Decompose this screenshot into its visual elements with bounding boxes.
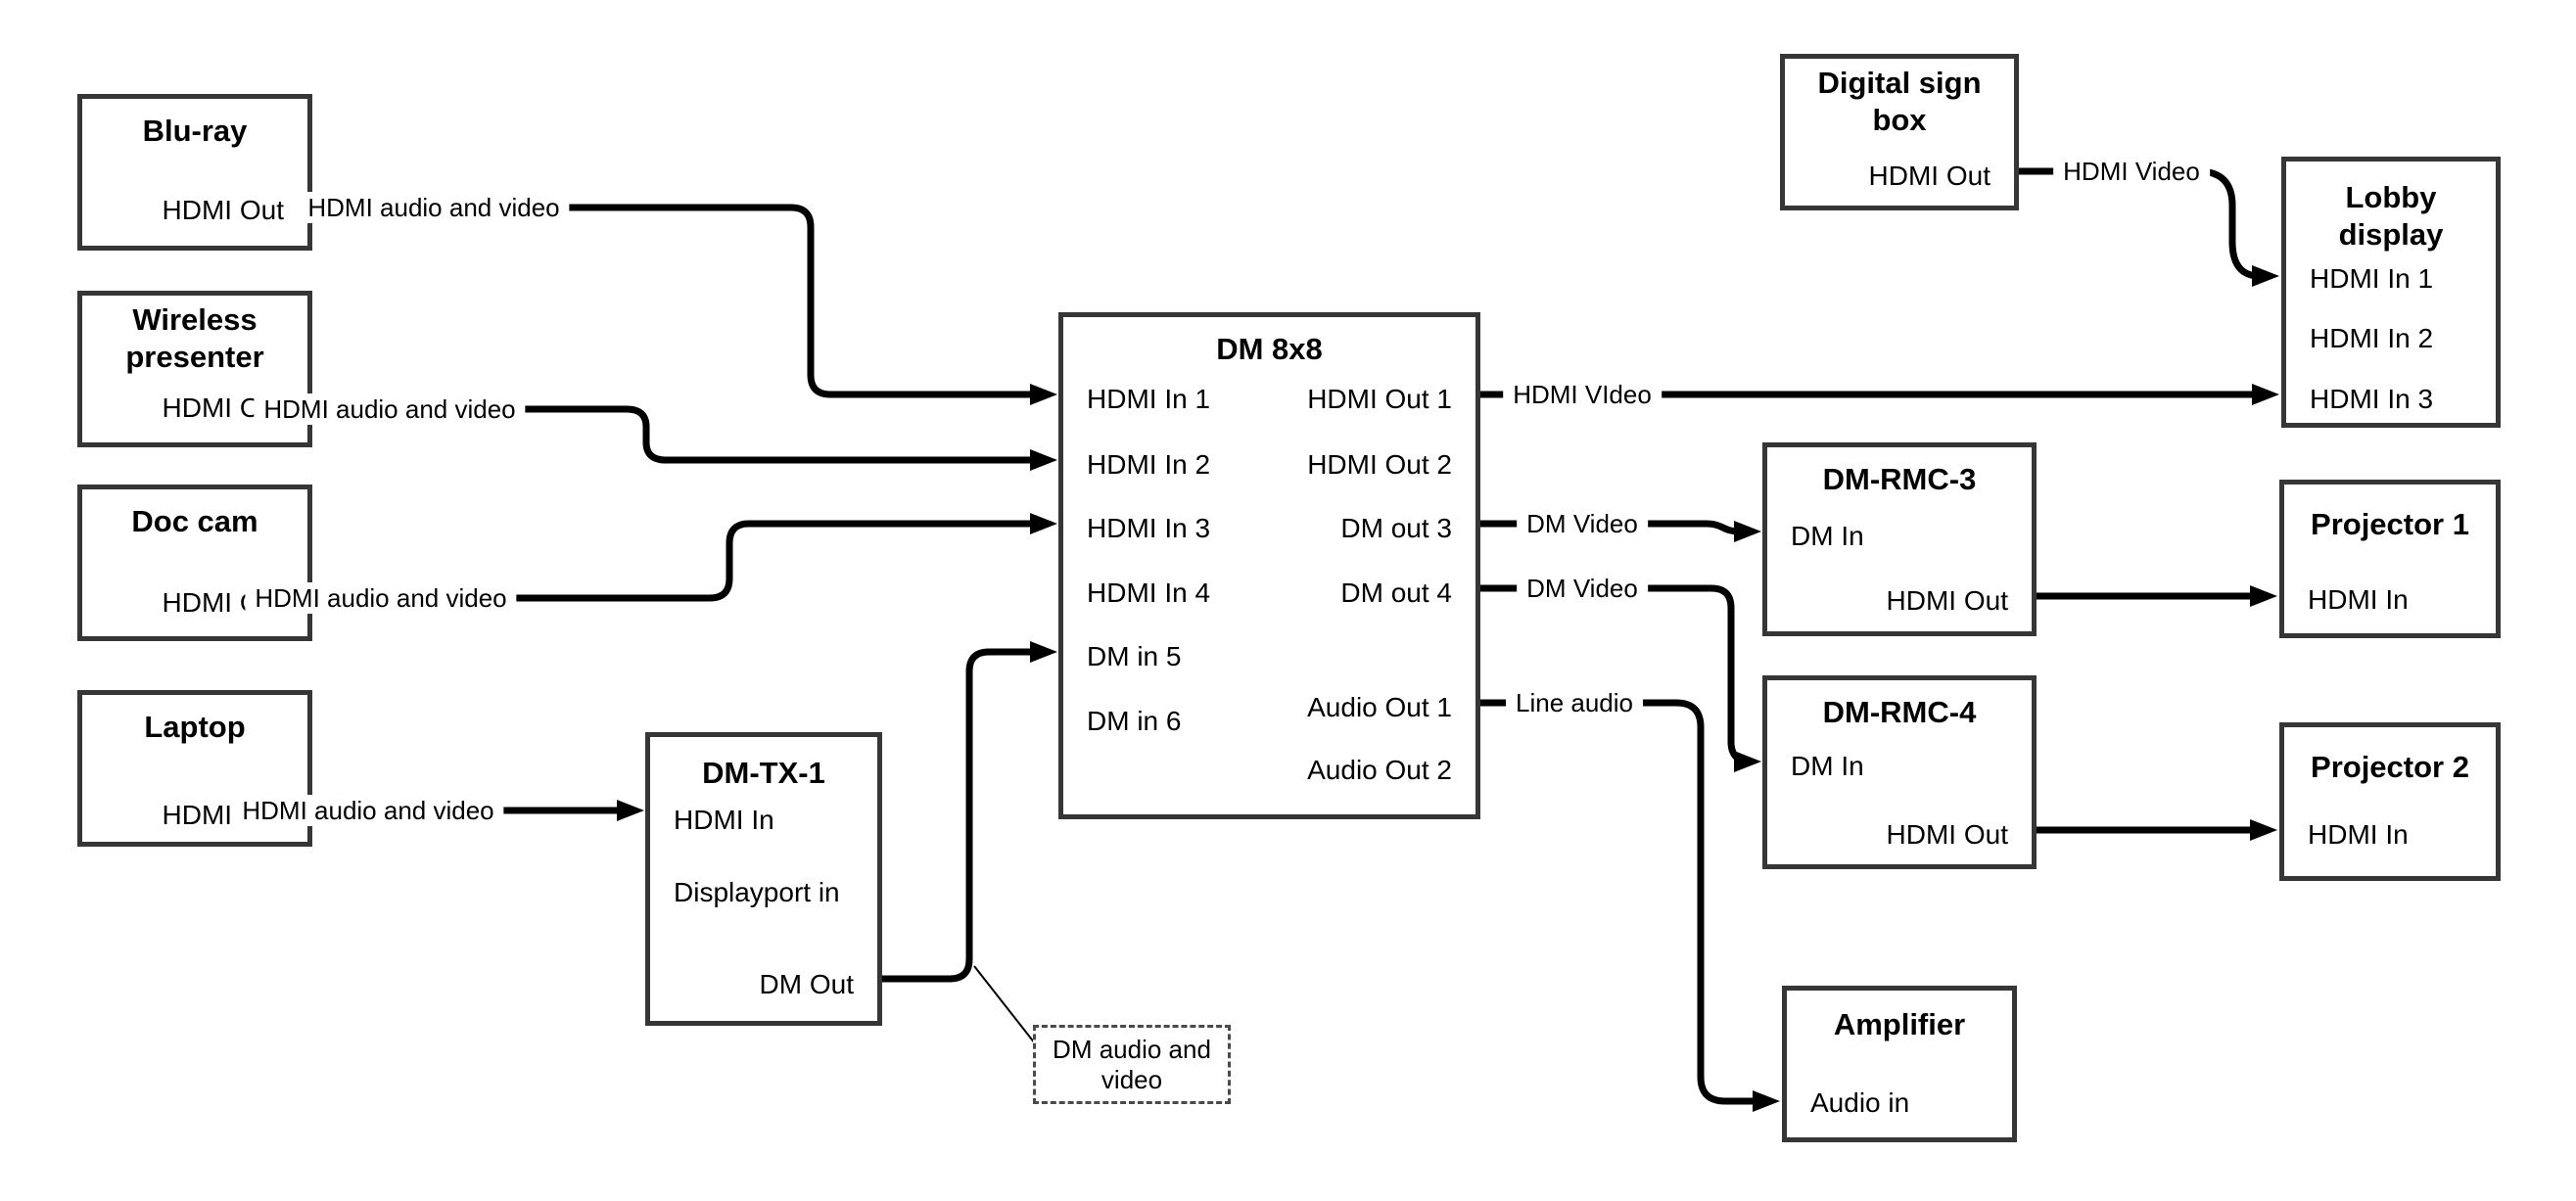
edge-label-hdmi-video: HDMI VIdeo	[1503, 379, 1662, 410]
port-dm-out-4: DM out 4	[1340, 577, 1452, 608]
node-doc-cam: Doc cam HDMI Out	[77, 485, 312, 641]
connector-dmout4-dmrmc4	[1480, 584, 1752, 765]
port-audio-out-2: Audio Out 2	[1307, 755, 1452, 785]
edge-label-laptop: HDMI audio and video	[232, 795, 504, 826]
edge-label-line-audio: Line audio	[1506, 687, 1643, 718]
arrowhead	[1734, 751, 1761, 772]
edge-label-bluray: HDMI audio and video	[298, 192, 570, 223]
port-dm-out-3: DM out 3	[1340, 513, 1452, 543]
node-title: Amplifier	[1833, 1007, 1966, 1041]
port-hdmi-out: HDMI Out	[1886, 585, 2008, 616]
port-hdmi-in-3: HDMI In 3	[2310, 384, 2434, 414]
port-dm-in-6: DM in 6	[1087, 706, 1182, 736]
edge-label-wireless: HDMI audio and video	[254, 393, 526, 425]
node-title: Wireless presenter	[125, 302, 264, 374]
port-hdmi-out: HDMI Out	[1886, 819, 2008, 850]
edge-label-sign-video: HDMI Video	[2053, 156, 2210, 187]
connector-dmtx1-dm8x8	[882, 648, 1034, 983]
node-bluray: Blu-ray HDMI Out	[77, 94, 312, 251]
port-hdmi-out-1: HDMI Out 1	[1307, 384, 1452, 414]
node-dm-tx-1: DM-TX-1 HDMI In Displayport in DM Out	[645, 732, 882, 1026]
connector-doccam-dm8x8	[312, 520, 1034, 602]
edge-label-dm-video-2: DM Video	[1517, 573, 1648, 604]
arrowhead	[1030, 384, 1057, 405]
port-hdmi-out: HDMI Out	[162, 195, 284, 225]
port-hdmi-in-1: HDMI In 1	[2310, 263, 2434, 294]
port-hdmi-in-2: HDMI In 2	[1087, 449, 1211, 480]
node-projector-2: Projector 2 HDMI In	[2279, 722, 2501, 881]
node-title: Laptop	[144, 710, 246, 744]
node-title: Blu-ray	[142, 114, 248, 148]
port-hdmi-in: HDMI In	[2308, 584, 2409, 615]
port-audio-in: Audio in	[1810, 1087, 1910, 1118]
port-audio-out-1: Audio Out 1	[1307, 692, 1452, 722]
port-hdmi-in: HDMI In	[2308, 819, 2409, 850]
port-displayport-in: Displayport in	[674, 877, 840, 907]
connector-wireless-dm8x8	[312, 405, 1034, 464]
port-hdmi-in-4: HDMI In 4	[1087, 577, 1211, 608]
node-title: DM-TX-1	[702, 756, 825, 790]
arrowhead	[2250, 819, 2277, 841]
port-dm-out: DM Out	[759, 969, 854, 999]
port-hdmi-in-1: HDMI In 1	[1087, 384, 1211, 414]
arrowhead	[1753, 1090, 1780, 1112]
node-title: DM-RMC-4	[1822, 695, 1977, 729]
arrowhead	[1030, 449, 1057, 471]
node-amplifier: Amplifier Audio in	[1782, 986, 2017, 1142]
node-digital-sign-box: Digital sign box HDMI Out	[1780, 54, 2019, 210]
note-callout-line	[973, 965, 1036, 1044]
node-lobby-display: Lobby display HDMI In 1 HDMI In 2 HDMI I…	[2281, 157, 2501, 428]
node-title: Digital sign box	[1817, 66, 1982, 137]
port-hdmi-out-2: HDMI Out 2	[1307, 449, 1452, 480]
port-hdmi-in-3: HDMI In 3	[1087, 513, 1211, 543]
port-hdmi-out: HDMI Out	[1868, 161, 1991, 191]
arrowhead	[1734, 521, 1761, 542]
node-dm-8x8: DM 8x8 HDMI In 1 HDMI In 2 HDMI In 3 HDM…	[1058, 312, 1480, 819]
port-hdmi-in-2: HDMI In 2	[2310, 323, 2434, 353]
port-dm-in-5: DM in 5	[1087, 641, 1182, 671]
edge-label-doccam: HDMI audio and video	[245, 582, 517, 614]
arrowhead	[617, 800, 644, 821]
arrowhead	[2252, 384, 2279, 405]
arrowhead	[2252, 265, 2279, 287]
node-title: Projector 2	[2311, 750, 2469, 784]
node-title: DM-RMC-3	[1822, 462, 1977, 496]
port-dm-in: DM In	[1791, 521, 1864, 551]
node-dm-rmc-3: DM-RMC-3 DM In HDMI Out	[1762, 442, 2037, 636]
connector-audioout1-amplifier	[1480, 699, 1756, 1105]
node-dm-rmc-4: DM-RMC-4 DM In HDMI Out	[1762, 675, 2037, 869]
node-laptop: Laptop HDMI Out	[77, 690, 312, 847]
port-hdmi-in: HDMI In	[674, 805, 774, 835]
connector-digitalsign-lobby	[2019, 167, 2261, 280]
node-projector-1: Projector 1 HDMI In	[2279, 480, 2501, 638]
note-dm-audio-and-video: DM audio and video	[1033, 1025, 1231, 1104]
node-title: Doc cam	[131, 504, 258, 538]
arrowhead	[1030, 641, 1057, 663]
edge-label-dm-video-1: DM Video	[1517, 508, 1648, 539]
node-title: DM 8x8	[1216, 332, 1323, 366]
arrowhead	[2250, 585, 2277, 607]
port-dm-in: DM In	[1791, 751, 1864, 781]
arrowhead	[1030, 513, 1057, 534]
node-title: Lobby display	[2338, 180, 2444, 252]
connector-bluray-dm8x8	[312, 204, 1034, 398]
node-title: Projector 1	[2311, 507, 2469, 541]
